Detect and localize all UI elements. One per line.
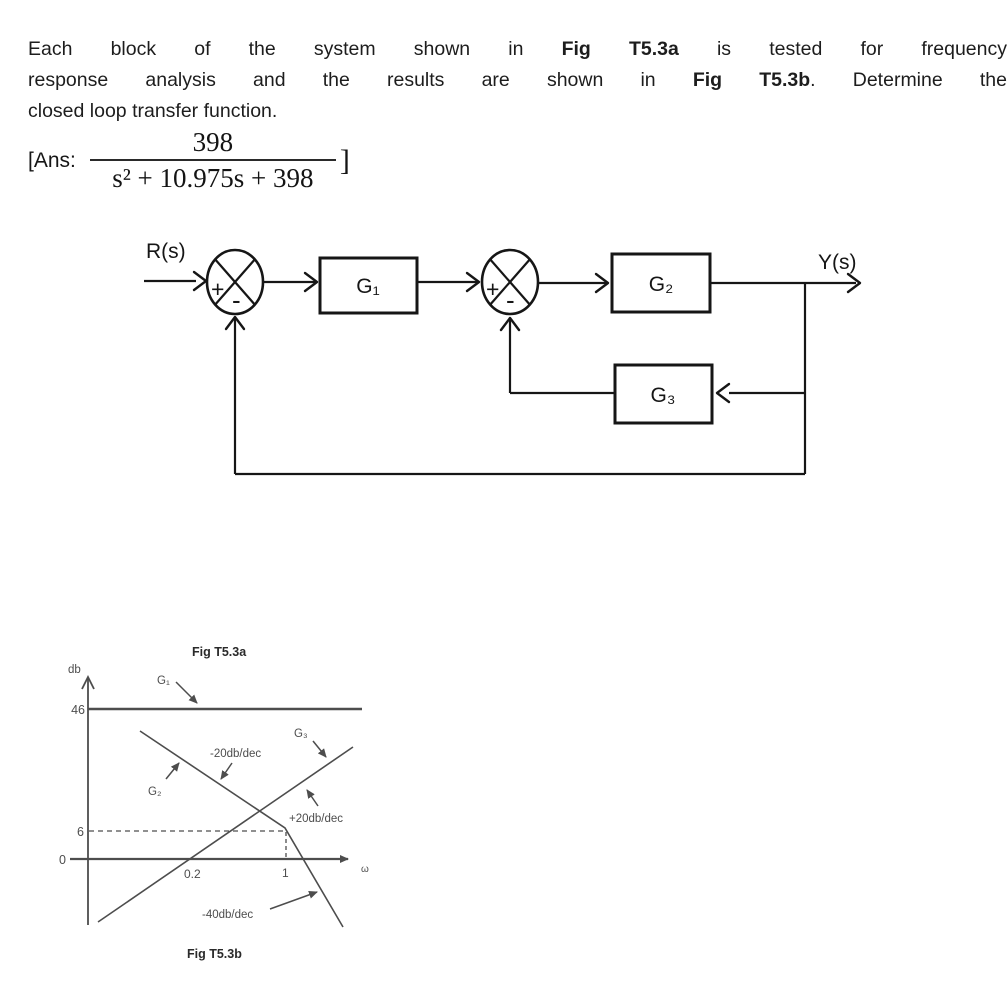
- origin-tick-label: 0: [59, 853, 66, 867]
- problem-line-1: Each block of the system shown in Fig T5…: [28, 34, 1007, 65]
- x-axis-label: ω: [361, 864, 369, 875]
- problem-line-3: closed loop transfer function.: [28, 100, 278, 122]
- g2-pointer-arrow: [165, 762, 180, 780]
- block-g1: [318, 256, 419, 315]
- g3-curve-label: G₃: [294, 728, 308, 740]
- fraction-bar: [89, 159, 336, 161]
- fraction-denominator: s² + 10.975s + 398: [112, 163, 314, 193]
- summer2-input-arrowhead-icon: [465, 271, 481, 293]
- tick-1-label: 1: [282, 866, 289, 880]
- bode-plot-figure: Fig T5.3a db ω 0 46 G₁ G₂ -20db/dec -40d…: [59, 645, 369, 961]
- summer1-plus-sign: +: [211, 276, 224, 302]
- block-g2: [610, 252, 712, 314]
- answer-prefix: [Ans:: [28, 148, 76, 172]
- problem-statement: Each block of the system shown in Fig T5…: [28, 34, 1007, 127]
- figure-caption-bottom: Fig T5.3b: [187, 947, 242, 961]
- summer2-plus-sign: +: [486, 276, 499, 302]
- slope-neg20-pointer-arrow: [220, 762, 233, 780]
- output-signal-label: Y(s): [818, 251, 857, 274]
- block-diagram: R(s) + - G₁ + - G₂ Y(s): [144, 240, 862, 476]
- g3-input-arrowhead-icon: [715, 382, 731, 404]
- tick-6-label: 6: [77, 825, 84, 839]
- block-g3: [613, 363, 714, 425]
- g2-magnitude-line: [139, 730, 344, 928]
- problem-line2-post: . Determine the: [810, 69, 1007, 91]
- g1-curve-label: G₁: [157, 675, 170, 687]
- fig-ref-t53b: Fig T5.3b: [692, 69, 811, 91]
- fig-ref-t53a: Fig T5.3a: [561, 38, 679, 60]
- problem-line1-post: is tested for frequency: [678, 38, 1007, 60]
- tick-02-label: 0.2: [184, 867, 201, 881]
- slope-neg40-pointer-arrow: [269, 890, 318, 910]
- g1-input-arrowhead-icon: [303, 271, 319, 293]
- y-axis-arrowhead-icon: [81, 674, 95, 690]
- answer-suffix: ]: [339, 143, 350, 177]
- problem-line-2: response analysis and the results are sh…: [28, 65, 1007, 96]
- slope-pos20-pointer-arrow: [306, 789, 319, 807]
- tick-46-label: 46: [71, 703, 85, 717]
- g3-magnitude-line: [97, 746, 354, 923]
- slope-pos20-label: +20db/dec: [289, 813, 343, 825]
- g3-pointer-arrow: [312, 740, 327, 758]
- summer1-minus-sign: -: [232, 285, 241, 315]
- summer1-cross-line-2: [214, 258, 256, 306]
- fraction-numerator: 398: [192, 127, 234, 157]
- g2-curve-label: G₂: [148, 786, 161, 798]
- summer2-minus-sign: -: [506, 285, 515, 315]
- answer-block: [Ans: 398 s² + 10.975s + 398 ]: [28, 128, 350, 193]
- slope-neg20-label: -20db/dec: [210, 748, 261, 760]
- input-signal-label: R(s): [146, 240, 186, 263]
- y-axis-label: db: [68, 664, 81, 676]
- problem-line1-pre: Each block of the system shown in: [28, 38, 562, 60]
- transfer-function-fraction: 398 s² + 10.975s + 398: [89, 127, 336, 193]
- problem-line2-pre: response analysis and the results are sh…: [28, 69, 693, 91]
- summer1-feedback-arrowhead-icon: [224, 315, 246, 331]
- summer2-cross-line-2: [489, 258, 531, 306]
- summer2-feedback-arrowhead-icon: [499, 316, 521, 332]
- block-g3-label: G₃: [651, 384, 676, 407]
- output-arrowhead-icon: [846, 272, 862, 294]
- g2-input-arrowhead-icon: [594, 272, 610, 294]
- slope-neg40-label: -40db/dec: [202, 909, 253, 921]
- figure-caption-top: Fig T5.3a: [192, 645, 247, 659]
- block-g2-label: G₂: [649, 273, 674, 296]
- g1-pointer-arrow: [175, 681, 198, 704]
- block-g1-label: G₁: [356, 275, 379, 298]
